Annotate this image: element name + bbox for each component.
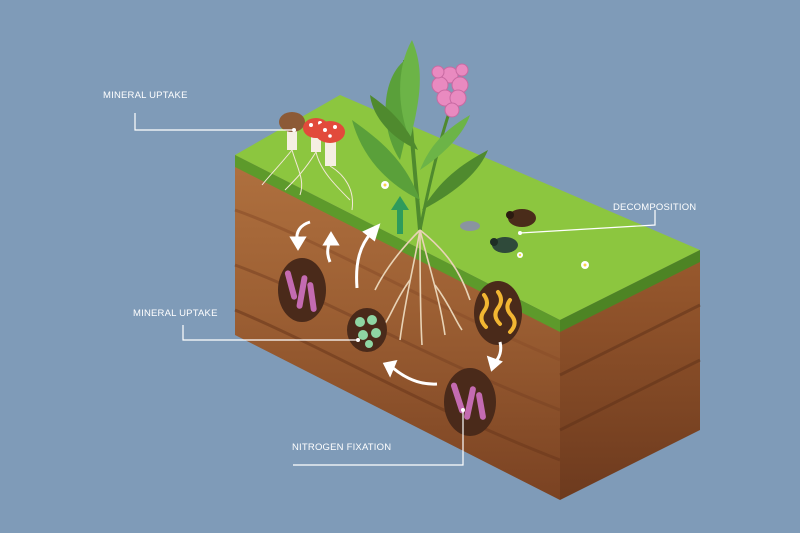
callout-mineral-uptake-top <box>134 113 294 131</box>
bacteria-circle-bottom <box>444 368 496 436</box>
growth-arrow <box>391 196 409 234</box>
grass-side-edge <box>560 250 700 332</box>
daisy-flowers <box>381 181 589 269</box>
mushrooms <box>279 112 345 166</box>
bacteria-circle-left <box>278 258 326 322</box>
pink-flower <box>431 63 469 118</box>
label-mineral-uptake-middle: MINERAL UPTAKE <box>133 308 218 319</box>
beetles <box>460 209 536 253</box>
callout-dots <box>292 128 522 412</box>
plant <box>352 40 488 231</box>
callout-nitrogen-fixation <box>293 410 464 466</box>
spore-circle <box>347 308 387 352</box>
grass-front-edge <box>235 155 560 332</box>
callout-decomposition <box>519 210 656 234</box>
mycelium <box>261 149 354 211</box>
label-nitrogen-fixation: NITROGEN FIXATION <box>292 442 392 453</box>
callout-mineral-uptake-middle <box>182 325 358 341</box>
cycle-arrows <box>289 220 503 386</box>
soil-side-layer <box>559 303 701 377</box>
callout-lines <box>134 113 656 466</box>
soil-side-layer <box>559 358 701 432</box>
label-mineral-uptake-top: MINERAL UPTAKE <box>103 90 188 101</box>
label-decomposition: DECOMPOSITION <box>613 202 697 213</box>
worm-circle <box>474 281 522 345</box>
plant-roots <box>374 229 471 346</box>
soil-layer-line <box>234 308 561 462</box>
